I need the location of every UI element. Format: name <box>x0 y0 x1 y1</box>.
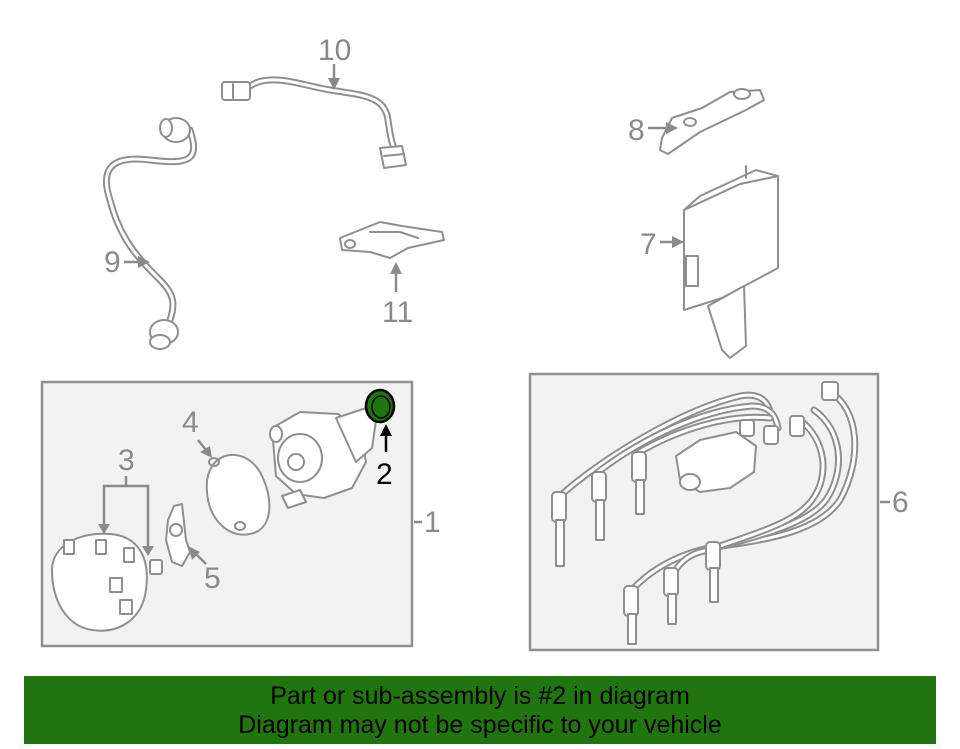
part-2-o-ring[interactable] <box>364 388 396 424</box>
callout-1-label: 1 <box>424 506 441 539</box>
callout-2: 2 <box>376 424 393 491</box>
part-10-oxygen-sensor[interactable] <box>221 76 407 169</box>
distributor-housing[interactable] <box>269 407 377 509</box>
callout-6: 6 <box>880 486 909 519</box>
callout-11: 11 <box>382 262 413 329</box>
callout-6-label: 6 <box>892 486 909 519</box>
part-7-control-module[interactable] <box>683 165 779 359</box>
part-11-bracket[interactable] <box>339 221 445 259</box>
banner-line-2: Diagram may not be specific to your vehi… <box>238 711 722 739</box>
callout-3: 3 <box>98 444 154 556</box>
info-banner: Part or sub-assembly is #2 in diagram Di… <box>24 676 936 744</box>
callout-11-label: 11 <box>382 296 413 329</box>
callout-8: 8 <box>628 114 678 147</box>
callout-8-label: 8 <box>628 114 645 147</box>
callout-5: 5 <box>188 546 221 595</box>
callout-3-label: 3 <box>118 444 135 477</box>
callout-10-label: 10 <box>318 34 351 67</box>
part-3-distributor-cap[interactable] <box>51 532 163 632</box>
callout-10: 10 <box>318 34 351 90</box>
assembly-6-box <box>528 372 880 652</box>
part-8-bracket[interactable] <box>659 88 765 155</box>
callout-1: 1 <box>414 506 441 539</box>
callout-9-label: 9 <box>104 246 121 279</box>
callout-5-label: 5 <box>204 562 221 595</box>
banner-line-1: Part or sub-assembly is #2 in diagram <box>270 682 690 710</box>
callout-2-label: 2 <box>376 458 393 491</box>
callout-4: 4 <box>182 406 212 458</box>
part-4-gasket[interactable] <box>205 454 271 536</box>
part-9-knock-sensor[interactable] <box>102 117 198 350</box>
callout-7: 7 <box>640 228 684 261</box>
part-6-ignition-wire-set[interactable] <box>551 381 859 645</box>
callout-7-label: 7 <box>640 228 657 261</box>
callout-4-label: 4 <box>182 406 199 439</box>
callout-9: 9 <box>104 246 150 279</box>
